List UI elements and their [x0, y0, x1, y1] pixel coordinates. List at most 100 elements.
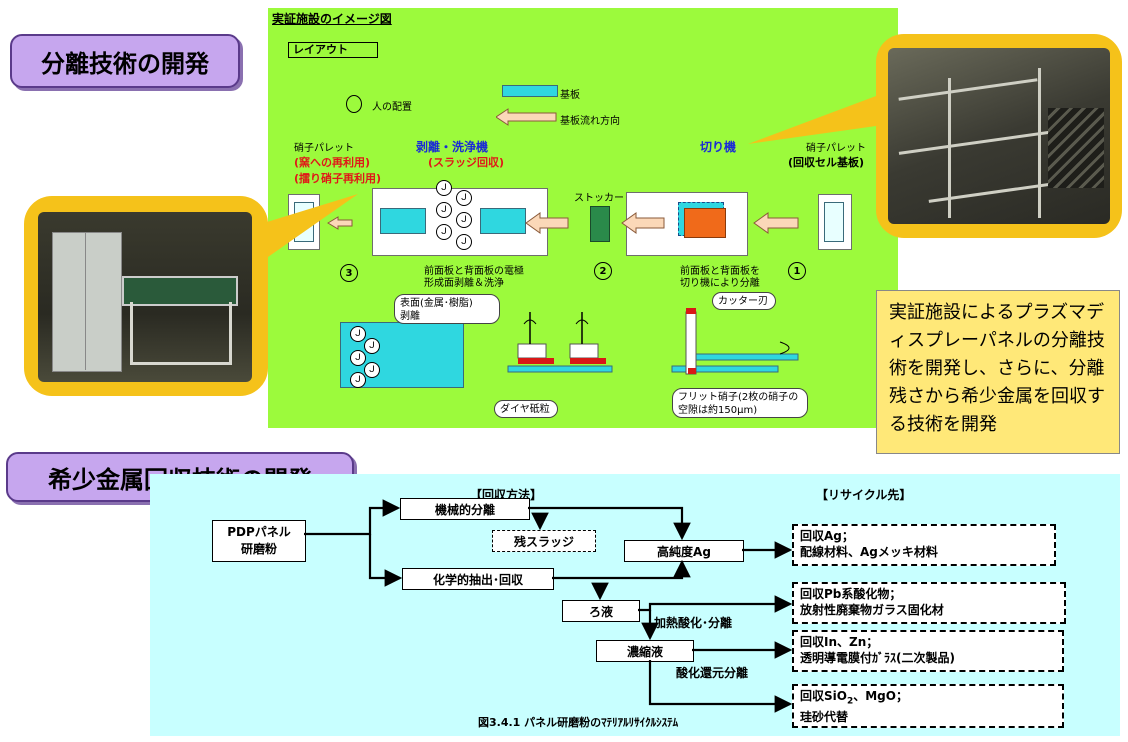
filtrate: ろ液: [562, 600, 640, 622]
residual-sludge: 残スラッジ: [492, 530, 596, 552]
peel-description-2: 形成面剥離＆洗浄: [424, 278, 504, 289]
step-2-number: 2: [599, 265, 607, 277]
chemical-label: 化学的抽出･回収: [432, 572, 523, 587]
legend-substrate-label: 基板: [560, 90, 580, 101]
flow-arrow: [621, 212, 665, 234]
residue-label: 残スラッジ: [513, 534, 574, 549]
dest-sio2-suffix: 、MgO；: [853, 689, 908, 703]
cut-description-1: 前面板と背面板を: [680, 266, 760, 277]
heading-separation-label: 分離技術の開発: [41, 49, 209, 78]
demo-facility-diagram: 実証施設のイメージ図 レイアウト 人の配置 基板 基板流れ方向 硝子パレット (…: [268, 8, 898, 428]
worker-icon: ᒍ: [456, 234, 472, 250]
conveyor-belt: [122, 276, 238, 306]
roller-bed: [1048, 108, 1104, 188]
legend-substrate-swatch: [502, 85, 558, 97]
worker-icon: ᒍ: [350, 326, 366, 342]
callout-frit-glass: フリット硝子(2枚の硝子の 空隙は約150μm): [672, 388, 808, 418]
layout-label-text: レイアウト: [293, 43, 348, 56]
reuse-glass-label: (擂り硝子再利用): [294, 172, 382, 185]
step-3-marker: 3: [340, 264, 358, 282]
recovery-cell-label: (回収セル基板): [788, 156, 865, 169]
destination-in-zn: 回収In、Zn； 透明導電膜付ｶﾞﾗｽ(二次製品): [792, 630, 1064, 672]
worker-icon: ᒍ: [350, 372, 366, 388]
machine-photo-left: [38, 212, 252, 382]
heading-separation: 分離技術の開発: [10, 34, 240, 88]
high-purity-label: 高純度Ag: [657, 544, 711, 559]
worker-icon: ᒍ: [350, 350, 366, 366]
callout-surface-line-1: 表面(金属･樹脂): [400, 298, 473, 309]
grinding-units: [507, 308, 799, 375]
dest-ag-line-1: 回収Ag；: [800, 529, 854, 543]
legend-person-label: 人の配置: [372, 102, 412, 113]
mechanical-separation: 機械的分離: [400, 498, 530, 520]
figure-caption: 図3.4.1 パネル研磨粉のﾏﾃﾘｱﾙﾘｻｲｸﾙｼｽﾃﾑ: [478, 716, 679, 729]
flow-arrow: [753, 212, 799, 234]
glass-pallet-right-label: 硝子パレット: [806, 143, 866, 154]
filtrate-label: ろ液: [588, 604, 613, 619]
callout-diamond-grit: ダイヤ砥粒: [494, 400, 558, 418]
summary-text: 実証施設によるプラズマディスプレーパネルの分離技術を開発し、さらに、分離残さから…: [889, 302, 1105, 435]
dest-sio2-line-1: 回収SiO2、MgO；: [800, 688, 1056, 709]
cut-description-2: 切り機により分離: [680, 278, 760, 289]
callout-frit-line-1: フリット硝子(2枚の硝子の: [678, 392, 799, 403]
summary-box: 実証施設によるプラズマディスプレーパネルの分離技術を開発し、さらに、分離残さから…: [876, 290, 1120, 454]
cutter-machine-label: 切り機: [700, 140, 737, 154]
dest-pb-line-2: 放射性廃棄物ガラス固化材: [800, 603, 944, 617]
worker-icon: ᒍ: [436, 202, 452, 218]
cut-panel-front: [684, 208, 726, 238]
glass-pallet-left-label: 硝子パレット: [294, 143, 354, 154]
right-pallet-panel: [824, 202, 844, 242]
reuse-kiln-label: (窯への再利用): [294, 156, 371, 169]
callout-frit-line-2: 空隙は約150μm): [678, 405, 758, 416]
layout-label: レイアウト: [288, 42, 378, 58]
dest-pb-line-1: 回収Pb系酸化物；: [800, 587, 902, 601]
demo-title: 実証施設のイメージ図: [272, 12, 392, 26]
destination-ag: 回収Ag； 配線材料、Agメッキ材料: [792, 524, 1056, 566]
callout-cutter-blade: カッター刃: [712, 292, 776, 310]
dest-sio2-subscript: 2: [846, 696, 854, 707]
flow-arrow: [327, 216, 353, 230]
frame-post: [948, 78, 951, 218]
dest-sio2-prefix: 回収SiO: [800, 689, 847, 703]
control-cabinet-door-line: [85, 232, 86, 370]
callout-surface-peel: 表面(金属･樹脂) 剥離: [394, 294, 500, 324]
peel-wash-machine-label: 剥離・洗浄機: [416, 140, 489, 154]
source-line-2: 研磨粉: [240, 542, 277, 556]
worker-icon: ᒍ: [456, 212, 472, 228]
dest-ag-line-2: 配線材料、Agメッキ材料: [800, 545, 938, 559]
sludge-recovery-label: (スラッジ回収): [428, 156, 505, 169]
dest-inzn-line-1: 回収In、Zn；: [800, 635, 879, 649]
source-line-1: PDPパネル: [227, 525, 291, 539]
machine-photo-right: [888, 48, 1110, 224]
source-pdp-panel: PDPパネル 研磨粉: [212, 520, 306, 562]
redox-separation-label: 酸化還元分離: [676, 666, 749, 680]
flow-arrow: [525, 212, 569, 234]
concentrate: 濃縮液: [596, 640, 694, 662]
conveyor-frame: [130, 302, 232, 365]
callout-cutter-text: カッター刃: [718, 296, 768, 307]
chemical-extraction: 化学的抽出･回収: [402, 568, 554, 590]
step-1-marker: 1: [788, 262, 806, 280]
destination-pb-oxide: 回収Pb系酸化物； 放射性廃棄物ガラス固化材: [792, 582, 1066, 624]
concentrate-label: 濃縮液: [626, 644, 663, 659]
step-1-number: 1: [793, 265, 801, 277]
control-cabinet: [52, 232, 122, 372]
peel-panel-right: [480, 208, 526, 234]
legend-person-icon: [346, 95, 362, 113]
dest-inzn-line-2: 透明導電膜付ｶﾞﾗｽ(二次製品): [800, 651, 955, 665]
worker-icon: ᒍ: [436, 224, 452, 240]
flow-arrows: [327, 212, 799, 234]
legend-flow-arrow: [496, 108, 557, 126]
worker-icon: ᒍ: [436, 180, 452, 196]
mechanical-label: 機械的分離: [434, 502, 495, 517]
step-3-number: 3: [345, 267, 353, 279]
step-2-marker: 2: [594, 262, 612, 280]
heat-oxidation-label: 加熱酸化･分離: [654, 616, 733, 630]
callout-diamond-text: ダイヤ砥粒: [500, 404, 550, 415]
worker-icon: ᒍ: [364, 362, 380, 378]
frame-post: [1038, 68, 1041, 218]
worker-icon: ᒍ: [364, 338, 380, 354]
destination-sio2-mgo: 回収SiO2、MgO； 珪砂代替: [792, 684, 1064, 728]
worker-icon: ᒍ: [456, 190, 472, 206]
